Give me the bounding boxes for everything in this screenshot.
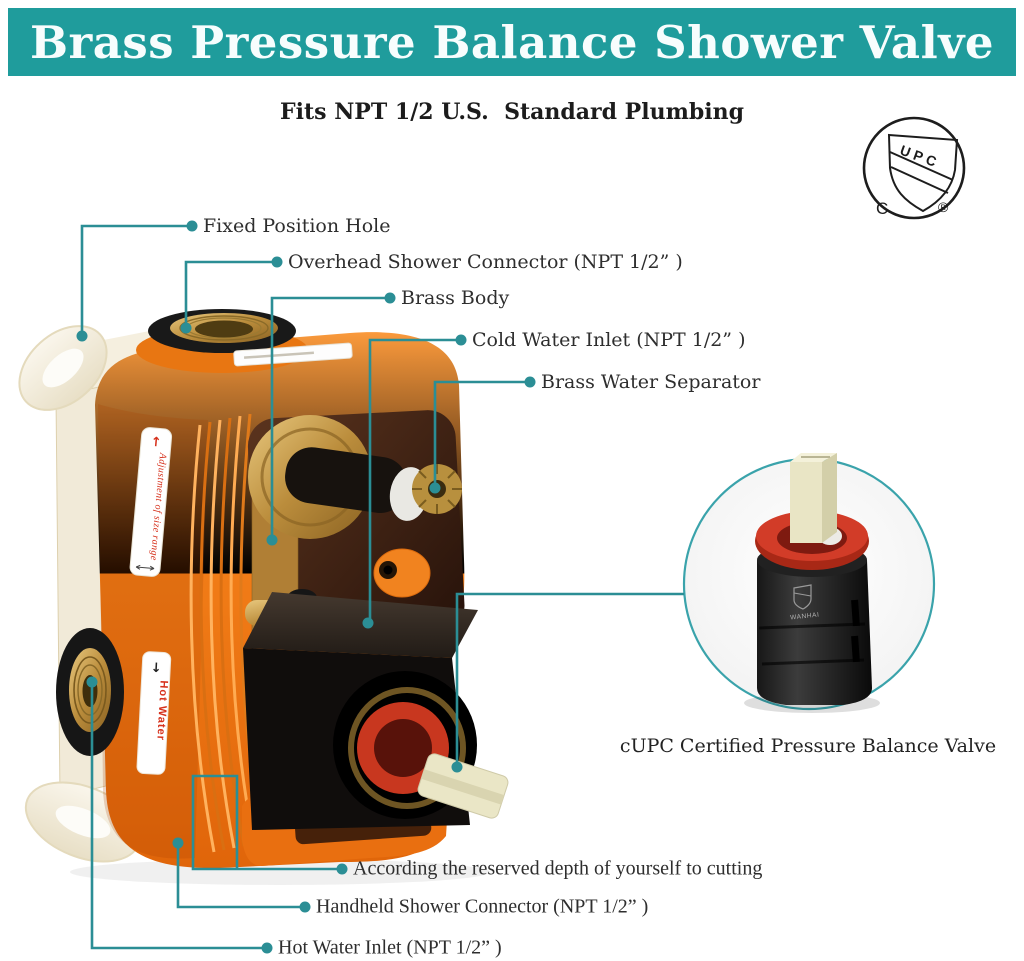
callout-line-cold-water-inlet xyxy=(368,338,461,623)
callout-line-fixed-position-hole xyxy=(80,224,192,336)
cartridge-inset: WANHAI xyxy=(682,453,936,713)
cartridge-brand-text: WANHAI xyxy=(790,611,820,621)
overhead-connector-port xyxy=(148,309,296,353)
screw-hole xyxy=(379,561,397,579)
page-subtitle: Fits NPT 1/2 U.S. Standard Plumbing xyxy=(280,99,744,125)
cupc-c-text: C xyxy=(876,199,888,218)
callout-label-cold-water-inlet: Cold Water Inlet (NPT 1/2” ) xyxy=(472,329,746,351)
handheld-connector-box xyxy=(243,592,509,830)
callout-label-depth-cutting: According the reserved depth of yourself… xyxy=(353,857,763,880)
hot-water-port xyxy=(56,628,124,756)
callout-label-brass-water-separator: Brass Water Separator xyxy=(541,371,761,393)
adjustment-sticker: ↑ Adjustment of size range xyxy=(129,427,173,577)
callout-line-inset-link xyxy=(455,592,684,767)
cupc-logo: UPC C ® xyxy=(862,116,966,220)
callout-line-depth-cutting xyxy=(191,774,342,871)
hot-water-sticker: ↓ Hot Water xyxy=(136,651,172,775)
up-arrow-icon: ↑ xyxy=(150,435,162,451)
callout-label-brass-body: Brass Body xyxy=(401,287,510,309)
wing-nut-top xyxy=(18,325,108,411)
callout-line-overhead-shower-connector xyxy=(184,260,277,328)
cartridge-housing xyxy=(285,447,407,513)
callout-line-handheld-shower-connector xyxy=(176,843,305,909)
callout-label-hot-water-inlet: Hot Water Inlet (NPT 1/2” ) xyxy=(278,936,502,959)
callout-line-brass-water-separator xyxy=(433,380,530,488)
cartridge-photo: WANHAI xyxy=(744,453,880,713)
callout-label-fixed-position-hole: Fixed Position Hole xyxy=(203,215,391,237)
depth-ribs xyxy=(189,413,264,853)
cartridge-stem-tip xyxy=(417,753,509,819)
cartridge-brand-logo: WANHAI xyxy=(790,584,820,622)
cupc-r-mark: ® xyxy=(938,199,949,215)
page-title: Brass Pressure Balance Shower Valve xyxy=(30,15,994,69)
cupc-shield xyxy=(887,133,959,213)
callout-line-hot-water-inlet xyxy=(90,682,267,950)
hot-water-sticker-text: Hot Water xyxy=(154,680,169,741)
inset-caption: cUPC Certified Pressure Balance Valve xyxy=(619,735,997,757)
callout-lines xyxy=(80,224,684,950)
top-sticker xyxy=(233,342,353,367)
title-banner: Brass Pressure Balance Shower Valve xyxy=(8,8,1016,76)
valve-photo: ↑ Adjustment of size range ↓ Hot Water xyxy=(18,309,509,885)
callout-label-handheld-shower-connector: Handheld Shower Connector (NPT 1/2” ) xyxy=(316,895,649,918)
callout-dots xyxy=(76,220,536,954)
callout-label-overhead-shower-connector: Overhead Shower Connector (NPT 1/2” ) xyxy=(288,251,683,273)
cartridge-stem xyxy=(790,453,837,543)
down-arrow-icon: ↓ xyxy=(150,661,162,677)
callout-line-brass-body xyxy=(270,296,390,540)
valve-left-face-shade xyxy=(98,404,208,859)
